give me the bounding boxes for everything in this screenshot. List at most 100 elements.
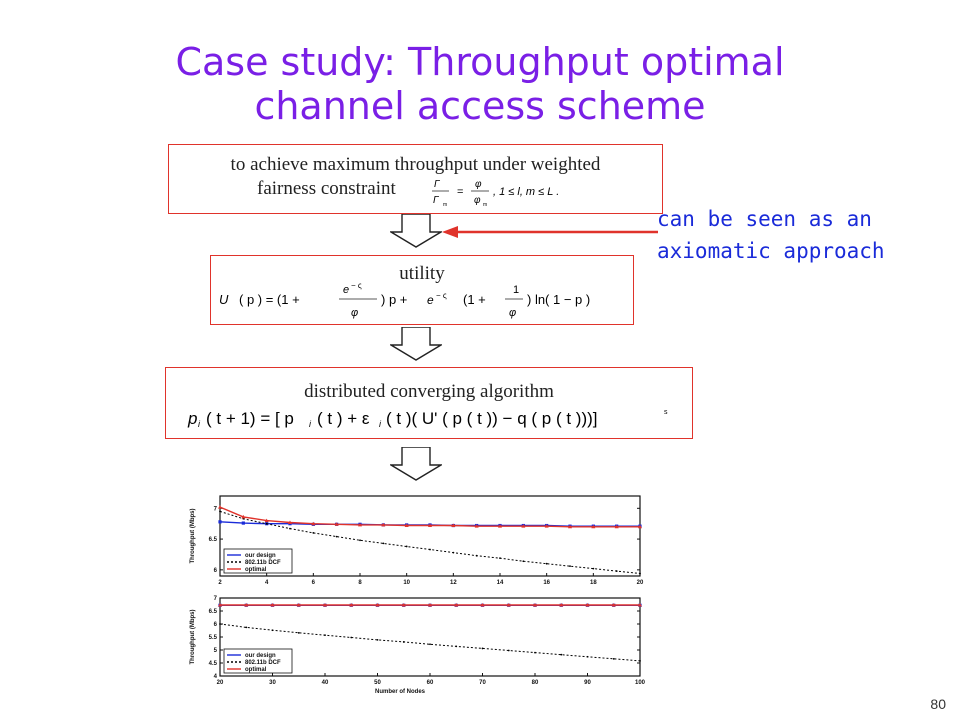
chart-2-xtick-label: 40	[322, 680, 329, 686]
chart-1-xtick-label: 18	[590, 580, 597, 586]
chart-2-xtick-label: 20	[217, 680, 224, 686]
svg-text:( t ) + ε: ( t ) + ε	[317, 409, 370, 428]
chart-2-series-2-point	[507, 649, 510, 652]
chart-2-series-3-point	[375, 603, 380, 607]
chart-2-series-3-point	[533, 603, 537, 607]
utility-formula: U ( p ) = (1 + e − ς φ ) p + e − ς (1 + …	[219, 281, 590, 319]
chart-1-xtick-label: 12	[450, 580, 457, 586]
chart-1-series-3-point	[544, 524, 549, 528]
chart-2-series-3-point	[244, 603, 249, 607]
chart-1-series-2-point	[639, 572, 641, 575]
svg-text:U: U	[219, 292, 229, 307]
chart-2-ylabel: Throughput (Mbps)	[190, 610, 196, 665]
chart-2-series-2-point	[429, 643, 431, 646]
svg-text:i: i	[379, 419, 382, 429]
chart-1-series-3-point	[474, 524, 479, 528]
svg-text:φ: φ	[474, 195, 481, 206]
chart-2-legend-label: our design	[245, 653, 276, 659]
svg-text:e: e	[343, 284, 349, 296]
algorithm-box: distributed converging algorithm p i ( t…	[165, 367, 693, 439]
svg-text:φ: φ	[351, 307, 358, 319]
chart-2-series-3-point	[218, 603, 222, 607]
chart-2-xlabel: Number of Nodes	[375, 689, 426, 693]
objective-line1: to achieve maximum throughput under weig…	[230, 154, 601, 175]
chart-2-series-3-point	[506, 603, 511, 607]
utility-label: utility	[399, 263, 445, 284]
chart-1-series-3-point	[358, 522, 362, 527]
chart-2-series-2-point	[560, 653, 563, 656]
flow-arrow-3	[390, 447, 442, 481]
chart-2-series-2-point	[245, 626, 248, 629]
axiomatic-note: can be seen as an axiomatic approach	[657, 203, 885, 267]
chart-2-series-2-point	[639, 660, 641, 662]
note-line2: axiomatic approach	[657, 239, 885, 263]
chart-2-series-2-point	[481, 647, 484, 650]
chart-1-series-3-point	[614, 524, 619, 529]
svg-text:) ln( 1 − p ): ) ln( 1 − p )	[527, 292, 590, 307]
page-number: 80	[930, 696, 946, 712]
chart-1-series-3-point	[218, 505, 222, 509]
chart-1-legend-label: optimal	[245, 567, 267, 573]
chart-1-xtick-label: 14	[497, 580, 504, 586]
svg-text:m: m	[483, 202, 487, 208]
svg-text:p: p	[187, 409, 197, 428]
svg-text:φ: φ	[475, 179, 482, 190]
chart-1-series-2-point	[219, 510, 221, 513]
chart-1-series-2-point	[359, 539, 361, 542]
chart-2-ytick-label: 7	[214, 596, 218, 602]
chart-2-series-3-point	[428, 603, 432, 607]
chart-2-series-3-point	[401, 603, 406, 607]
svg-text:m: m	[443, 202, 447, 208]
chart-1-xtick-label: 2	[218, 580, 222, 586]
chart-1-series-2-point	[382, 542, 385, 545]
svg-text:s: s	[664, 409, 668, 416]
chart-2-series-2-point	[402, 641, 405, 643]
chart-2-series-3-point	[349, 603, 354, 607]
chart-2-xtick-label: 60	[427, 680, 434, 686]
chart-1-xtick-label: 6	[312, 580, 316, 586]
chart-2-series-3-point	[611, 603, 616, 607]
chart-2-series-2-point	[350, 636, 353, 639]
chart-2-ytick-label: 5	[214, 648, 218, 654]
svg-text:i: i	[309, 419, 312, 429]
chart-2-series-3-point	[638, 603, 642, 607]
chart-1-series-2-point	[615, 570, 618, 572]
chart-2-series-3-point	[454, 603, 459, 607]
chart-2-xtick-label: 80	[532, 680, 539, 686]
chart-1-series-2-point	[475, 554, 478, 557]
chart-2-ytick-label: 5.5	[209, 635, 218, 641]
flow-arrow-2	[390, 327, 442, 361]
chart-1-ytick-label: 7	[214, 506, 218, 512]
chart-2-xtick-label: 70	[479, 680, 486, 686]
chart-1-series-3-point	[381, 522, 386, 527]
chart-2-legend-label: 802.11b DCF	[245, 660, 281, 666]
chart-1-series-3-point	[334, 522, 339, 526]
svg-text:1: 1	[513, 284, 519, 296]
chart-1-series-3-point	[264, 518, 269, 523]
chart-2-series-2-point	[612, 657, 615, 660]
chart-1-series-3-point	[428, 523, 432, 528]
chart-1-series-2-point	[592, 567, 595, 570]
chart-2-series-3-point	[270, 603, 275, 607]
chart-2-ytick-label: 6.5	[209, 609, 218, 615]
chart-1-xtick-label: 8	[358, 580, 362, 586]
chart-1-series-1-point	[218, 520, 222, 524]
objective-line2: fairness constraint	[257, 178, 396, 199]
svg-text:( t )( U' ( p ( t )) − q ( p: ( t )( U' ( p ( t )) − q ( p ( t )))]	[386, 409, 598, 428]
chart-1-ylabel: Throughput (Mbps)	[190, 509, 196, 564]
objective-box: to achieve maximum throughput under weig…	[168, 144, 663, 214]
chart-2-series-2-point	[297, 631, 300, 634]
svg-text:e: e	[427, 293, 434, 307]
chart-1-xtick-label: 16	[543, 580, 550, 586]
flow-arrow-1	[390, 214, 442, 248]
chart-2-series-2-point	[271, 629, 274, 632]
svg-text:− ς: − ς	[351, 281, 362, 290]
svg-text:− ς: − ς	[436, 291, 447, 300]
chart-1-series-3-point	[404, 523, 409, 528]
svg-text:(1 +: (1 +	[463, 292, 486, 307]
chart-1-series-3-point	[451, 523, 456, 528]
svg-text:( p ) = (1 +: ( p ) = (1 +	[239, 292, 300, 307]
slide-title: Case study: Throughput optimal channel a…	[0, 40, 960, 128]
chart-2-legend-label: optimal	[245, 667, 267, 673]
chart-1-series-2-point	[452, 551, 455, 554]
